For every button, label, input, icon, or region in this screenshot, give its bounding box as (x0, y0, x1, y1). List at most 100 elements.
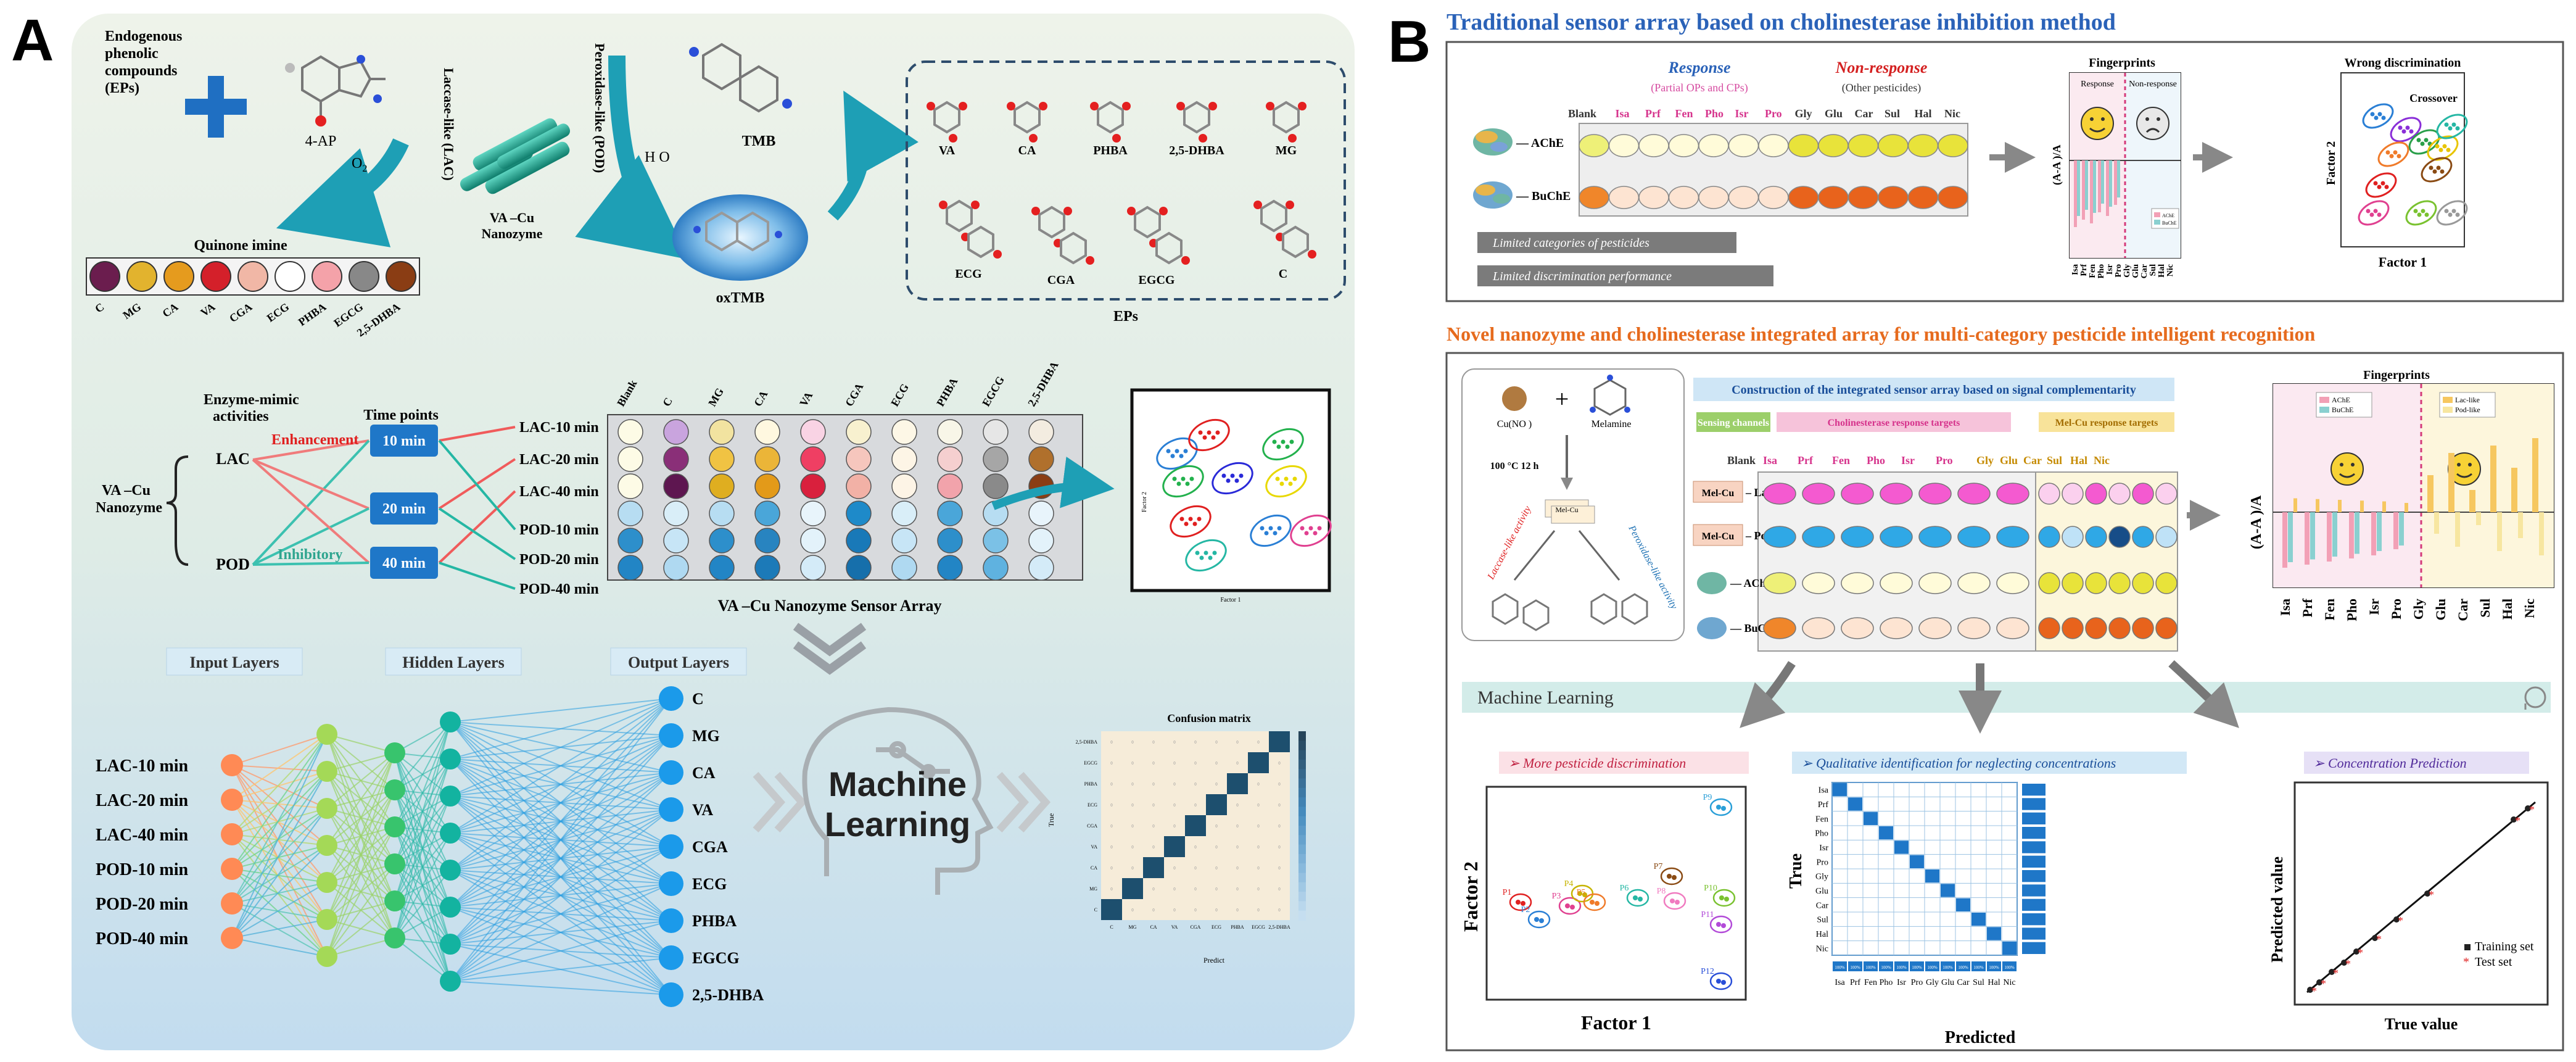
array-well (983, 555, 1009, 581)
nn-input-node (221, 927, 243, 949)
more-pca-label: P9 (1703, 793, 1712, 802)
array-row-label: LAC-10 min (519, 420, 599, 436)
novel-fp-bar (2360, 500, 2364, 512)
trad-fp-bar (2093, 160, 2096, 213)
brain-head-icon (802, 707, 994, 895)
array-well (846, 473, 872, 499)
trad-fp-response: Response (2081, 80, 2114, 89)
trad-response: Response (1667, 59, 1730, 77)
cm-a-cell-value: 0 (1236, 761, 1239, 766)
array-well (617, 528, 643, 554)
novel-col-label: Glu (2000, 454, 2018, 467)
novel-well (1763, 483, 1796, 505)
cm-a-cell-value: 0 (1131, 824, 1134, 829)
nn-hidden-node (440, 711, 461, 732)
novel-wells (1763, 483, 2178, 639)
nn-output-node (659, 723, 683, 748)
cm-b-diag-cell (2002, 941, 2017, 955)
novel-col-label: Blank (1727, 454, 1756, 467)
trad-fp-bar (2117, 160, 2120, 197)
trad-well (1847, 134, 1879, 157)
novel-col-label: Isr (1901, 454, 1915, 467)
cm-a-cell-value: 0 (1257, 740, 1260, 745)
novel-fp-bar (2539, 512, 2544, 555)
nn-output-label: PHBA (692, 912, 737, 930)
panel-b: B Traditional sensor array based on chol… (1388, 9, 2564, 1052)
novel-col-label: Hal (2070, 454, 2087, 467)
sensing-channels-tag (1696, 412, 1770, 432)
novel-fp-bar (2282, 512, 2287, 568)
cm-b-bottom-cell (1894, 961, 1909, 971)
nn-output-label: CGA (692, 838, 728, 856)
cm-a-cell-value: 0 (1194, 866, 1197, 871)
cm-b-diag-cell (1910, 855, 1924, 868)
nn-output-node (659, 945, 683, 970)
novel-fp-bar (2511, 468, 2517, 512)
trad-fp-bar (2101, 160, 2104, 204)
time-box (370, 492, 438, 525)
chevrons-down-icon (793, 623, 867, 675)
cm-b-right-cell (2022, 913, 2046, 926)
more-pca-cluster: P10 (1704, 884, 1736, 907)
novel-fp-bar (2455, 512, 2460, 547)
trad-nonresponse-sub: (Other pesticides) (1842, 81, 1921, 94)
novel-well (2038, 572, 2060, 594)
reagent-4ap: 4-AP (305, 133, 337, 149)
conc-test-point: * (2333, 967, 2339, 979)
trad-fp-xtick: Car (2140, 264, 2149, 278)
novel-title: Novel nanozyme and cholinesterase integr… (1447, 323, 2316, 345)
conc-training-point (2307, 987, 2313, 993)
novel-col-label: Nic (2094, 454, 2110, 467)
nn-hidden-node (440, 786, 461, 807)
cm-a-ytick: ECG (1088, 802, 1097, 808)
novel-col-label: Car (2023, 454, 2042, 467)
lac-label: Laccase-like (LAC) (441, 68, 456, 181)
cm-b-ytick: Prf (1818, 800, 1828, 810)
cm-a-ytick: 2,5-DHBA (1076, 739, 1098, 745)
cm-b-diag-cell (1971, 913, 1986, 926)
cm-b-right-cell (2022, 884, 2046, 897)
cm-b-xtick: Pro (1911, 978, 1923, 987)
cm-a-cell-value: 0 (1215, 845, 1218, 850)
trad-well (1579, 186, 1609, 209)
trad-fp-nonresp-bg (2125, 73, 2181, 258)
time-box-label: 40 min (382, 555, 426, 571)
trad-fp-xtick: Fen (2088, 264, 2097, 278)
array-well (937, 500, 963, 526)
ep-structure: PHBA (1090, 101, 1131, 157)
array-well (663, 555, 689, 581)
cm-a-cell-value: 0 (1110, 866, 1113, 871)
ml-line-1: Machine (828, 765, 967, 803)
conc-points: ********** (2307, 803, 2535, 997)
array-well (937, 528, 963, 554)
o2-label: O2 (352, 156, 367, 174)
trad-well (1907, 134, 1939, 157)
novel-ache-icon (1697, 572, 1727, 594)
nn-hidden-node (384, 742, 405, 763)
cm-b-xtick: Gly (1926, 978, 1939, 987)
trad-fp-bar (2114, 160, 2117, 205)
cm-b-bottom-cell (1941, 961, 1955, 971)
array-well (891, 446, 917, 472)
cm-a-cell-value: 0 (1278, 761, 1281, 766)
trad-well (1938, 186, 1968, 209)
cm-b-diag-cell (1956, 898, 1970, 911)
nn-hidden-node (316, 872, 337, 893)
novel-well (2132, 483, 2154, 505)
wrong-cluster (2427, 135, 2459, 161)
cm-a-cell-value: 0 (1173, 761, 1176, 766)
novel-well (2085, 617, 2107, 639)
novel-well (1957, 572, 1991, 594)
novel-col-label: Pho (1867, 454, 1885, 467)
cm-b-right-cell (2022, 898, 2046, 911)
wrong-cluster (2405, 200, 2437, 226)
cm-b-ytick: Pho (1815, 829, 1828, 839)
array-well (800, 500, 826, 526)
cm-b-diag-cell (1941, 884, 1955, 897)
cm-a-cell-value: 0 (1173, 824, 1176, 829)
time-box (370, 547, 438, 579)
